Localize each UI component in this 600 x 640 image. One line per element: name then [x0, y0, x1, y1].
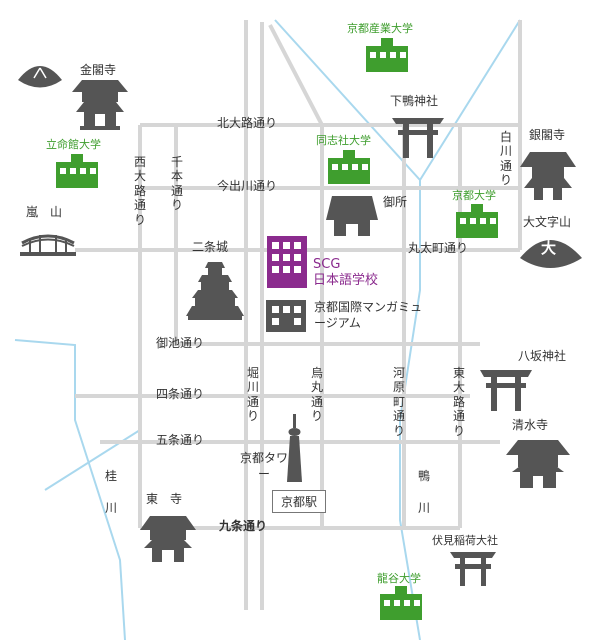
- kinkakuji-icon: [18, 66, 128, 130]
- university-icon-kyoto: [456, 204, 498, 238]
- university-icon-doshisha: [328, 150, 370, 184]
- university-label-kyoto: 京都大学: [452, 189, 496, 202]
- river-minor: [44, 429, 141, 491]
- landmark-label-fushimi: 伏見稲荷大社: [432, 534, 498, 547]
- university-label-ritsumeikan: 立命館大学: [46, 138, 101, 151]
- landmark-label-manga-museum: 京都国際マンガミュージアム: [314, 300, 423, 331]
- river-label-kamo: 鴨川: [417, 469, 430, 515]
- nijojo-castle-icon: [186, 262, 244, 320]
- landmark-label-shimogamo: 下鴨神社: [390, 94, 439, 108]
- university-label-kyoto-sangyo: 京都産業大学: [347, 22, 413, 35]
- landmark-label-yasaka: 八坂神社: [518, 349, 567, 363]
- road-label-nishioji: 西大路通り: [133, 155, 146, 227]
- landmark-label-daimonji: 大文字山: [523, 215, 572, 229]
- road-label-gojo: 五条通り: [156, 433, 205, 447]
- arashiyama-bridge-icon: [20, 234, 76, 256]
- landmark-label-ginkakuji: 銀閣寺: [529, 128, 566, 142]
- school-name: SCG: [313, 257, 341, 272]
- toji-temple-icon: [140, 516, 196, 562]
- university-label-ryukoku: 龍谷大学: [377, 572, 421, 585]
- landmark-label-arashiyama: 嵐 山: [26, 205, 63, 219]
- road-label-higashioji: 東大路通り: [452, 366, 465, 438]
- road-label-shirakawa: 白川通り: [499, 130, 512, 188]
- road-label-oike: 御池通り: [156, 336, 205, 350]
- yasaka-torii-icon: [480, 370, 532, 411]
- road-label-kitaoji: 北大路通り: [217, 116, 278, 130]
- university-icon-ryukoku: [380, 586, 422, 620]
- road-label-senbon: 千本通り: [170, 155, 183, 213]
- road-label-karasuma: 烏丸通り: [310, 366, 323, 424]
- kyoto-station-label: 京都駅: [272, 490, 327, 513]
- landmark-label-kyoto-tower: 京都タワー: [239, 451, 288, 482]
- kyoto-tower-icon: [287, 414, 302, 482]
- landmark-label-nijojo: 二条城: [192, 240, 229, 254]
- gosho-icon: [326, 196, 378, 236]
- road-label-marutamachi: 丸太町通り: [408, 241, 469, 255]
- road-label-kawaramachi: 河原町通り: [392, 366, 405, 438]
- river-katsura: [14, 339, 126, 640]
- road-label-shijo: 四条通り: [156, 387, 205, 401]
- ginkakuji-icon: [520, 152, 576, 200]
- fushimi-torii-icon: [450, 552, 496, 586]
- daimonji-mountain-icon: [520, 240, 582, 268]
- river-kamo: [274, 19, 521, 640]
- road-label-horikawa: 堀川通り: [246, 366, 259, 424]
- manga-museum-building-icon: [266, 300, 306, 332]
- school-subtitle: 日本語学校: [313, 273, 379, 288]
- university-icon-ritsumeikan: [56, 154, 98, 188]
- road-label-imadegawa: 今出川通り: [217, 179, 278, 193]
- landmark-label-kinkakuji: 金閣寺: [80, 63, 117, 77]
- road-label-kujo: 九条通り: [219, 519, 268, 533]
- landmark-label-gosho: 御所: [383, 195, 408, 209]
- landmark-label-kiyomizu: 清水寺: [512, 418, 549, 432]
- scg-school-building-icon: [267, 236, 307, 288]
- daimonji-glyph: 大: [541, 239, 557, 257]
- kiyomizu-temple-icon: [506, 440, 570, 488]
- river-label-katsura: 桂川: [104, 469, 117, 515]
- roads-vertical: [138, 20, 522, 610]
- university-icon-kyoto-sangyo: [366, 38, 408, 72]
- shimogamo-torii-icon: [392, 118, 444, 158]
- university-label-doshisha: 同志社大学: [316, 134, 371, 147]
- landmark-label-toji: 東 寺: [146, 492, 183, 506]
